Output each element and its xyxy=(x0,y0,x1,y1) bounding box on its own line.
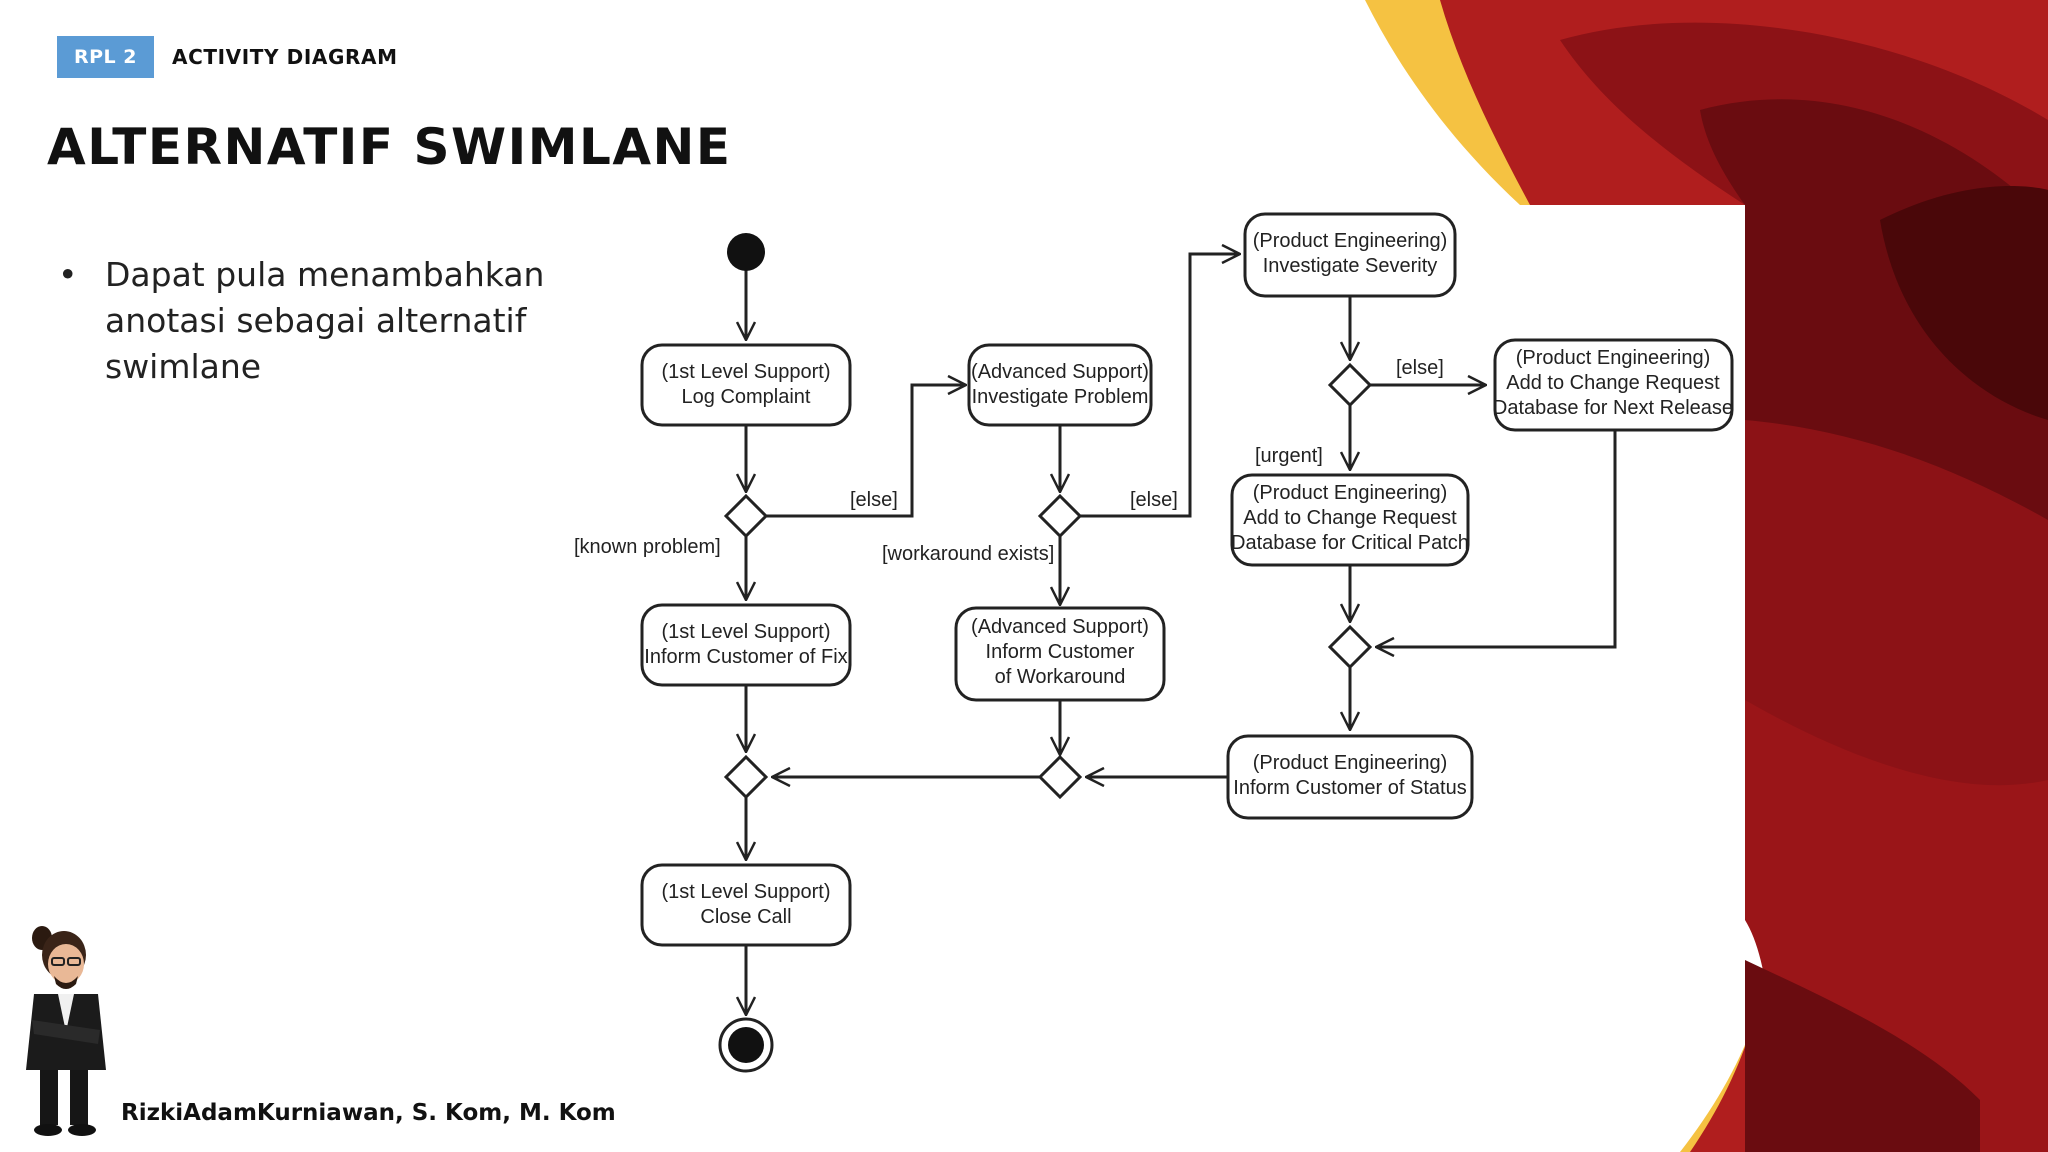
node-inform-workaround xyxy=(954,606,1166,702)
merge-diamond xyxy=(1327,624,1373,670)
guard-else: [else] xyxy=(1130,489,1178,511)
node-label: (1st Level Support) xyxy=(662,621,831,643)
activity-diagram: (1st Level Support) Log Complaint (Advan… xyxy=(574,212,1734,1073)
node-label: (1st Level Support) xyxy=(662,361,831,383)
node-critical-patch xyxy=(1230,473,1470,567)
node-next-release xyxy=(1493,338,1734,432)
node-label: (1st Level Support) xyxy=(662,881,831,903)
guard-urgent: [urgent] xyxy=(1255,445,1323,467)
node-label: (Advanced Support) xyxy=(971,616,1149,638)
bullet-list: Dapat pula menambahkan anotasi sebagai a… xyxy=(58,252,578,390)
node-label: Close Call xyxy=(700,906,791,928)
decision-diamond xyxy=(723,493,769,539)
node-label: (Product Engineering) xyxy=(1253,230,1448,252)
node-label: Database for Next Release xyxy=(1493,397,1733,419)
node-label: Add to Change Request xyxy=(1243,507,1457,529)
node-label: Investigate Severity xyxy=(1263,255,1438,277)
node-investigate-problem xyxy=(967,343,1153,427)
guard-else: [else] xyxy=(1396,357,1444,379)
node-inform-fix xyxy=(640,603,852,687)
author-name: RizkiAdamKurniawan, S. Kom, M. Kom xyxy=(121,1100,616,1126)
node-label: Database for Critical Patch xyxy=(1231,532,1469,554)
node-label: (Product Engineering) xyxy=(1253,482,1448,504)
node-label: Add to Change Request xyxy=(1506,372,1720,394)
presenter-avatar xyxy=(26,926,106,1136)
node-inform-status xyxy=(1226,734,1474,820)
guard-else: [else] xyxy=(850,489,898,511)
node-label: (Product Engineering) xyxy=(1516,347,1711,369)
guard-known-problem: [known problem] xyxy=(574,536,721,558)
merge-diamond xyxy=(723,754,769,800)
node-label: Inform Customer xyxy=(986,641,1135,663)
node-label: Inform Customer of Fix xyxy=(644,646,847,668)
node-label: of Workaround xyxy=(995,666,1126,688)
guard-workaround-exists: [workaround exists] xyxy=(882,543,1054,565)
node-close-call xyxy=(640,863,852,947)
bullet-item: Dapat pula menambahkan anotasi sebagai a… xyxy=(58,252,578,390)
node-label: (Advanced Support) xyxy=(971,361,1149,383)
merge-diamond xyxy=(1037,754,1083,800)
node-label: Investigate Problem xyxy=(972,386,1149,408)
node-label: Inform Customer of Status xyxy=(1233,777,1466,799)
node-label: (Product Engineering) xyxy=(1253,752,1448,774)
node-log-complaint xyxy=(640,343,852,427)
initial-node xyxy=(727,233,765,271)
course-badge: RPL 2 xyxy=(57,36,154,78)
slide-title: ALTERNATIF SWIMLANE xyxy=(47,118,732,176)
decision-diamond xyxy=(1327,362,1373,408)
final-node-core xyxy=(728,1027,764,1063)
node-investigate-severity xyxy=(1243,212,1457,298)
decision-diamond xyxy=(1037,493,1083,539)
section-label: ACTIVITY DIAGRAM xyxy=(172,45,398,69)
node-label: Log Complaint xyxy=(682,386,811,408)
